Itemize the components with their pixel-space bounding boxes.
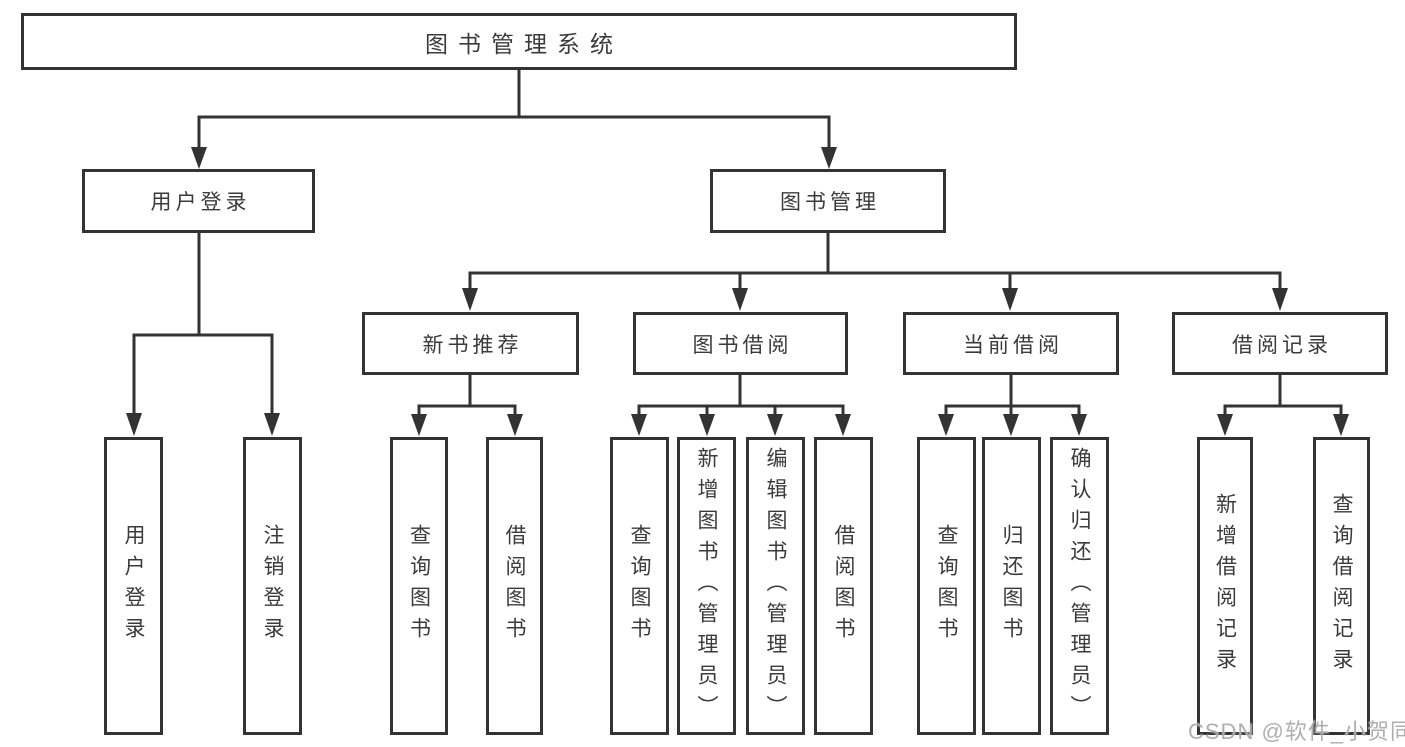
csdn-watermark: CSDN @软件_小贺同学 [1188, 719, 1405, 744]
node-branch-book-management: 图书管理 [710, 169, 946, 233]
node-leaf-query-books-3: 查询图书 [917, 437, 976, 735]
node-leaf-confirm-return-admin: 确认归还（管理员） [1050, 437, 1109, 735]
leaf-label: 确认归还（管理员） [1068, 446, 1092, 726]
node-root-library-system: 图书管理系统 [21, 13, 1017, 70]
node-leaf-query-borrow-record: 查询借阅记录 [1313, 437, 1370, 735]
node-module-borrow-records: 借阅记录 [1172, 312, 1388, 375]
node-leaf-borrow-books-2: 借阅图书 [814, 437, 873, 735]
node-leaf-borrow-books-1: 借阅图书 [486, 437, 543, 735]
leaf-label: 查询借阅记录 [1330, 493, 1354, 679]
leaf-label: 查询图书 [935, 524, 959, 648]
node-leaf-query-books-1: 查询图书 [390, 437, 448, 735]
leaf-label: 注销登录 [261, 524, 285, 648]
node-leaf-add-book-admin: 新增图书（管理员） [677, 437, 736, 735]
leaf-label: 编辑图书（管理员） [764, 446, 788, 726]
node-branch-user-login: 用户登录 [82, 169, 315, 233]
node-module-book-borrow: 图书借阅 [633, 312, 848, 375]
node-module-new-book-recommend: 新书推荐 [362, 312, 579, 375]
leaf-label: 新增借阅记录 [1213, 493, 1237, 679]
node-leaf-logout: 注销登录 [243, 437, 302, 735]
node-leaf-add-borrow-record: 新增借阅记录 [1197, 437, 1253, 735]
leaf-label: 归还图书 [1000, 524, 1024, 648]
leaf-label: 查询图书 [628, 524, 652, 648]
node-leaf-user-login: 用户登录 [104, 437, 163, 735]
node-module-current-borrow: 当前借阅 [903, 312, 1119, 375]
leaf-label: 新增图书（管理员） [695, 446, 719, 726]
node-leaf-edit-book-admin: 编辑图书（管理员） [746, 437, 805, 735]
node-leaf-return-book: 归还图书 [982, 437, 1041, 735]
leaf-label: 借阅图书 [832, 524, 856, 648]
leaf-label: 用户登录 [122, 524, 146, 648]
leaf-label: 借阅图书 [503, 524, 527, 648]
leaf-label: 查询图书 [407, 524, 431, 648]
node-leaf-query-books-2: 查询图书 [610, 437, 669, 735]
